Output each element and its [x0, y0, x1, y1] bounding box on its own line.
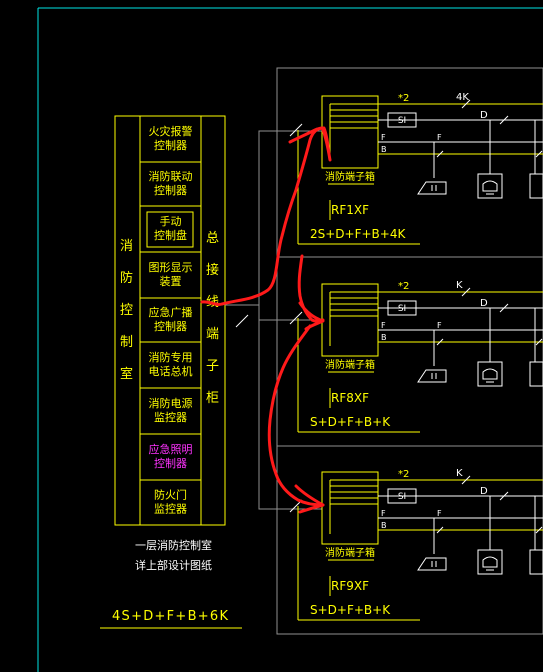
drawing-frame — [37, 7, 543, 672]
telephone-icon — [477, 173, 503, 199]
terminal-box-label: 消防端子箱 — [325, 358, 375, 371]
k-label: K — [456, 280, 463, 291]
control-room-caption-2: 详上部设计图纸 — [135, 558, 212, 572]
equipment-item-6-line-1: 监控器 — [154, 410, 187, 424]
speaker-icon — [417, 369, 447, 383]
floor-cable-label: S+D+F+B+K — [310, 603, 391, 617]
equipment-item-6-line-0: 消防电源 — [149, 396, 193, 410]
svg-text:端: 端 — [206, 327, 219, 342]
si-box — [387, 300, 417, 316]
terminal-box-label: 消防端子箱 — [325, 170, 375, 183]
equipment-item-0-line-0: 火灾报警 — [149, 124, 193, 138]
device-count-label: *2 — [398, 93, 409, 104]
cabinet-vertical-label: 总 接 线 端 子 柜 — [206, 231, 219, 406]
equipment-item-0-line-1: 控制器 — [154, 138, 187, 152]
k-label: K — [456, 468, 463, 479]
svg-text:B: B — [381, 521, 387, 530]
svg-text:总: 总 — [206, 231, 219, 246]
equipment-item-3-line-1: 装置 — [160, 275, 182, 288]
device-count-label: *2 — [398, 469, 409, 480]
svg-text:B: B — [381, 145, 387, 154]
terminal-box-id: RF8XF — [331, 391, 369, 405]
equipment-item-3-line-0: 图形显示 — [149, 261, 193, 274]
terminal-box — [321, 95, 379, 169]
svg-text:防: 防 — [120, 270, 133, 286]
equipment-item-1-line-0: 消防联动 — [149, 169, 193, 183]
k-label: 4K — [456, 92, 469, 103]
equipment-item-8-line-1: 监控器 — [154, 502, 187, 516]
floor-cable-label: 2S+D+F+B+4K — [310, 227, 406, 241]
svg-text:制: 制 — [120, 335, 133, 350]
terminal-box-id: RF1XF — [331, 203, 369, 217]
svg-text:控: 控 — [120, 303, 133, 318]
equipment-item-8-line-0: 防火门 — [154, 488, 187, 502]
device-count-label: *2 — [398, 281, 409, 292]
equipment-item-4-line-0: 应急广播 — [149, 305, 193, 319]
svg-text:SI: SI — [398, 116, 406, 126]
svg-text:D: D — [480, 486, 488, 497]
terminal-box-id: RF9XF — [331, 579, 369, 593]
floor-cable-label: S+D+F+B+K — [310, 415, 391, 429]
svg-text:F: F — [437, 133, 442, 142]
equipment-item-2-line-0: 手动 — [160, 214, 182, 228]
speaker-icon — [417, 181, 447, 195]
equipment-list: 火灾报警控制器消防联动控制器手动控制盘图形显示装置应急广播控制器消防专用电话总机… — [149, 124, 193, 516]
equipment-item-7-line-1: 控制器 — [154, 456, 187, 470]
si-box — [387, 488, 417, 504]
svg-text:B: B — [381, 333, 387, 342]
equipment-item-5-line-0: 消防专用 — [149, 350, 193, 364]
svg-text:SI: SI — [398, 304, 406, 314]
svg-text:柜: 柜 — [206, 391, 219, 406]
svg-text:F: F — [437, 321, 442, 330]
svg-text:消: 消 — [120, 239, 133, 254]
terminal-box-label: 消防端子箱 — [325, 546, 375, 559]
svg-text:F: F — [381, 509, 386, 518]
red-markup — [200, 126, 332, 514]
svg-text:室: 室 — [120, 366, 133, 382]
telephone-icon — [477, 361, 503, 387]
svg-text:F: F — [381, 321, 386, 330]
svg-text:F: F — [381, 133, 386, 142]
terminal-box — [321, 471, 379, 545]
equipment-item-7-line-0: 应急照明 — [149, 442, 193, 456]
equipment-item-1-line-1: 控制器 — [154, 183, 187, 197]
control-room-panel — [114, 115, 226, 526]
equipment-item-5-line-1: 电话总机 — [149, 364, 193, 378]
speaker-icon — [417, 557, 447, 571]
equipment-item-4-line-1: 控制器 — [154, 319, 187, 333]
main-cable-label: 4S+D+F+B+6K — [112, 609, 228, 624]
telephone-icon — [477, 549, 503, 575]
svg-text:D: D — [480, 298, 488, 309]
control-room-vertical-label: 消 防 控 制 室 — [120, 239, 133, 382]
svg-text:F: F — [437, 509, 442, 518]
svg-text:子: 子 — [206, 359, 219, 374]
riser-trunk — [225, 67, 543, 635]
control-room-caption-1: 一层消防控制室 — [135, 538, 212, 552]
equipment-item-2-line-1: 控制盘 — [154, 228, 187, 242]
svg-text:SI: SI — [398, 492, 406, 502]
si-box — [387, 112, 417, 128]
svg-text:D: D — [480, 110, 488, 121]
svg-text:接: 接 — [206, 262, 219, 278]
